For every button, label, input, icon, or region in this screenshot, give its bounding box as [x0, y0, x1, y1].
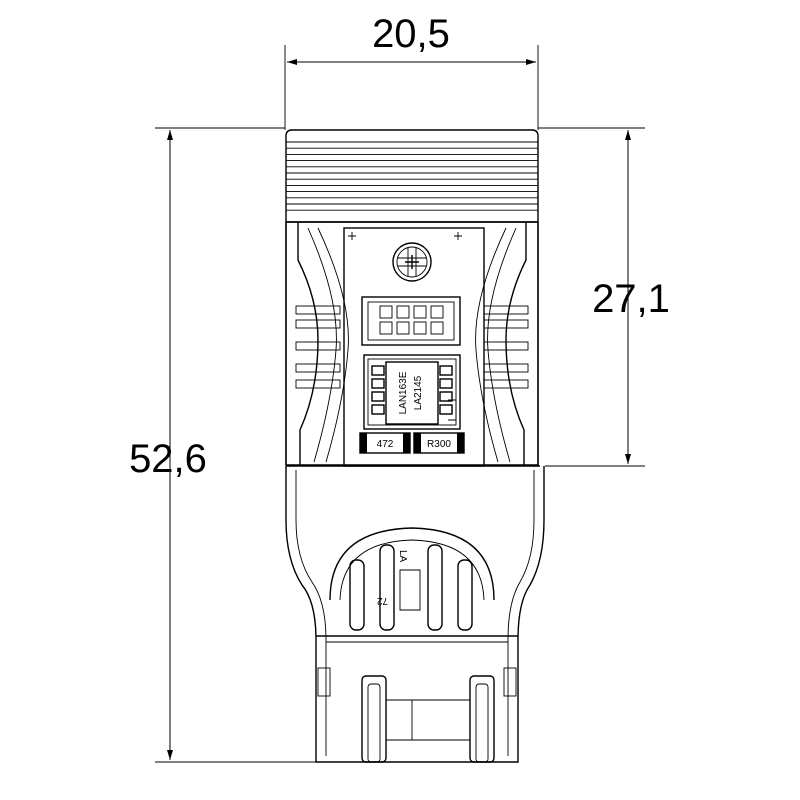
thread-lines [286, 141, 538, 211]
width-label: 20,5 [372, 12, 450, 56]
ic-label-line2: LA2145 [413, 375, 424, 410]
resistor-r300: R300 [413, 432, 465, 454]
ic-chip: LAN163E LA2145 [363, 354, 461, 430]
section-height-label: 27,1 [592, 277, 670, 321]
section-height-dimension: 27,1 [538, 127, 670, 467]
rear-text-fragment-1: LA [397, 550, 408, 563]
led-body: LAN163E LA2145 472 R300 [285, 221, 539, 467]
resistor-472: 472 [359, 432, 411, 454]
wedge-contact-right [469, 675, 495, 763]
pcb-board [343, 227, 485, 467]
total-height-dimension: 52,6 [129, 127, 320, 763]
resistor-472-label: 472 [377, 439, 394, 450]
threaded-cap [285, 129, 539, 223]
total-height-label: 52,6 [129, 437, 207, 481]
rear-text-fragment-2: 72 [376, 595, 388, 606]
width-dimension: 20,5 [284, 12, 539, 130]
connector-block [361, 296, 461, 346]
ic-label-line1: LAN163E [398, 371, 409, 414]
side-fins-left [295, 305, 341, 389]
phillips-screw-icon [392, 242, 432, 282]
wedge-base: LA 72 [285, 465, 545, 763]
wedge-contact-left [361, 675, 387, 763]
resistor-r300-label: R300 [427, 439, 451, 450]
